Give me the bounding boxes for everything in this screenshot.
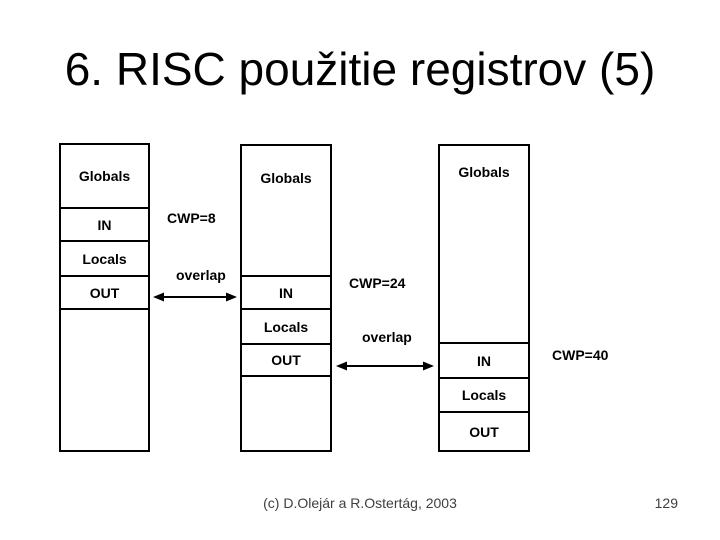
section-in: IN [242, 275, 330, 308]
section-label: Globals [260, 170, 312, 186]
section-globals: Globals [61, 145, 148, 207]
section-empty [242, 375, 330, 450]
section-out: OUT [61, 275, 148, 308]
section-label: OUT [469, 423, 499, 440]
section-label: Locals [263, 318, 309, 335]
section-label: OUT [89, 284, 120, 301]
page-number: 129 [654, 495, 678, 511]
section-label: OUT [271, 352, 301, 368]
section-label: Globals [458, 164, 510, 180]
section-locals: Locals [440, 377, 528, 411]
section-in: IN [61, 207, 148, 240]
page-title: 6. RISC použitie registrov (5) [64, 43, 656, 95]
section-label: Locals [82, 250, 127, 267]
overlap-label: overlap [362, 329, 412, 345]
section-label: Locals [461, 387, 507, 403]
overlap-arrow-icon [336, 361, 434, 371]
cwp-label: CWP=24 [349, 275, 406, 291]
footer-copyright: (c) D.Olejár a R.Ostertág, 2003 [263, 495, 457, 511]
section-in: IN [440, 342, 528, 377]
section-label: IN [97, 216, 112, 233]
section-locals: Locals [242, 308, 330, 343]
overlap-arrow-icon [153, 292, 237, 302]
section-empty [61, 308, 148, 450]
register-window-2: Globals IN Locals OUT [240, 144, 332, 452]
cwp-label: CWP=40 [552, 347, 609, 363]
cwp-label: CWP=8 [167, 210, 216, 226]
section-globals: Globals [242, 146, 330, 275]
register-window-3: Globals IN Locals OUT [438, 144, 530, 452]
section-label: Globals [78, 168, 131, 184]
section-out: OUT [440, 411, 528, 450]
section-locals: Locals [61, 240, 148, 275]
register-window-1: Globals IN Locals OUT [59, 143, 150, 452]
section-label: IN [279, 284, 293, 301]
section-globals: Globals [440, 146, 528, 342]
section-label: IN [477, 352, 491, 369]
overlap-label: overlap [176, 267, 226, 283]
section-out: OUT [242, 343, 330, 375]
